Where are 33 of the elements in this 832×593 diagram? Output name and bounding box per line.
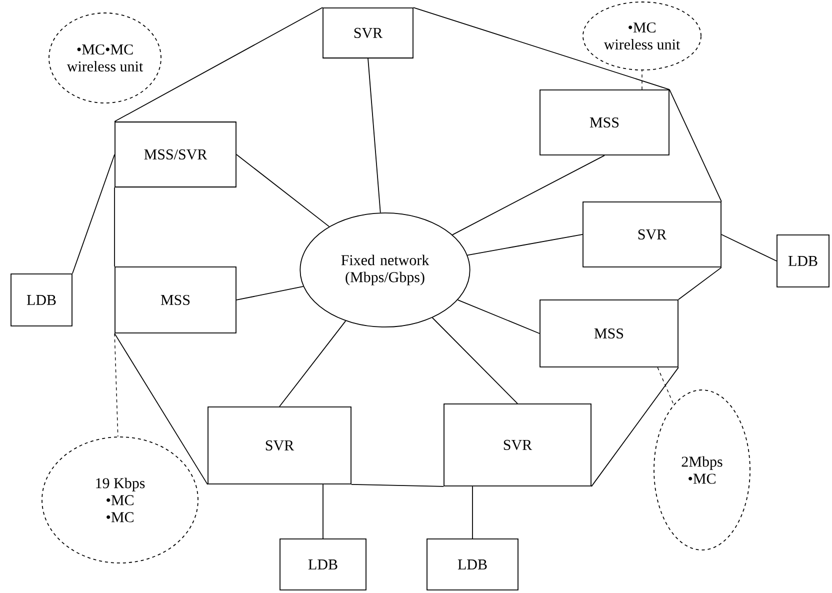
connection-line xyxy=(591,366,679,487)
connection-line xyxy=(114,186,115,267)
process-box: LDB xyxy=(280,538,366,590)
connection-line xyxy=(279,320,346,407)
connection-line xyxy=(432,317,518,404)
connection-line xyxy=(322,484,324,539)
connection-line xyxy=(721,234,777,262)
process-box: LDB xyxy=(776,234,830,288)
process-box: LDB xyxy=(426,538,518,590)
connection-line xyxy=(114,7,323,122)
connection-line xyxy=(466,234,583,256)
connection-line xyxy=(72,154,115,274)
process-box: MSS xyxy=(540,300,678,368)
connection-line xyxy=(413,7,670,90)
process-box: MSS/SVR xyxy=(114,122,236,188)
connection-line xyxy=(236,286,304,300)
connection-line xyxy=(236,154,330,228)
connection-line xyxy=(678,266,722,300)
connection-line xyxy=(452,154,605,236)
process-box: MSS xyxy=(114,266,236,334)
process-box: SVR xyxy=(582,202,722,268)
process-box: SVR xyxy=(208,406,352,484)
connection-line xyxy=(472,486,473,539)
connection-line xyxy=(669,89,722,202)
dashed-line xyxy=(114,333,118,437)
process-box: LDB xyxy=(10,274,72,326)
connection-line xyxy=(457,299,540,334)
process-box: SVR xyxy=(322,8,414,58)
connection-line xyxy=(351,484,444,487)
process-box: MSS xyxy=(540,90,670,156)
process-box: SVR xyxy=(444,404,592,486)
connection-line xyxy=(368,58,381,214)
dashed-line xyxy=(657,367,674,406)
